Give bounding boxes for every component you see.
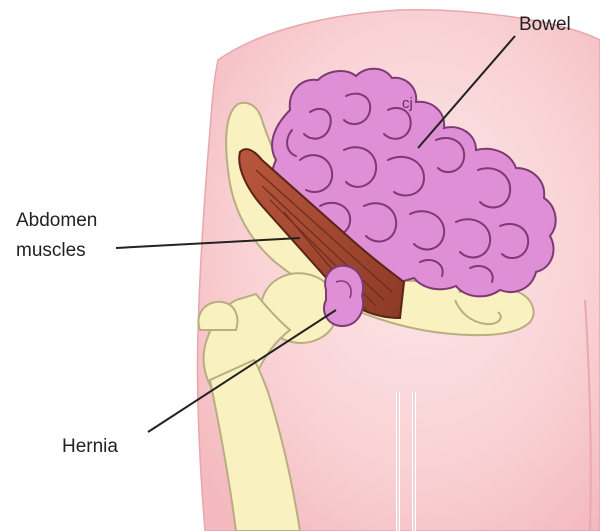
hernia-bulge: [324, 266, 363, 326]
label-abdomen: Abdomen: [16, 210, 97, 231]
label-hernia: Hernia: [62, 436, 118, 457]
artist-mark: cj: [402, 95, 413, 112]
label-bowel: Bowel: [519, 14, 571, 35]
label-muscles: muscles: [16, 240, 86, 261]
